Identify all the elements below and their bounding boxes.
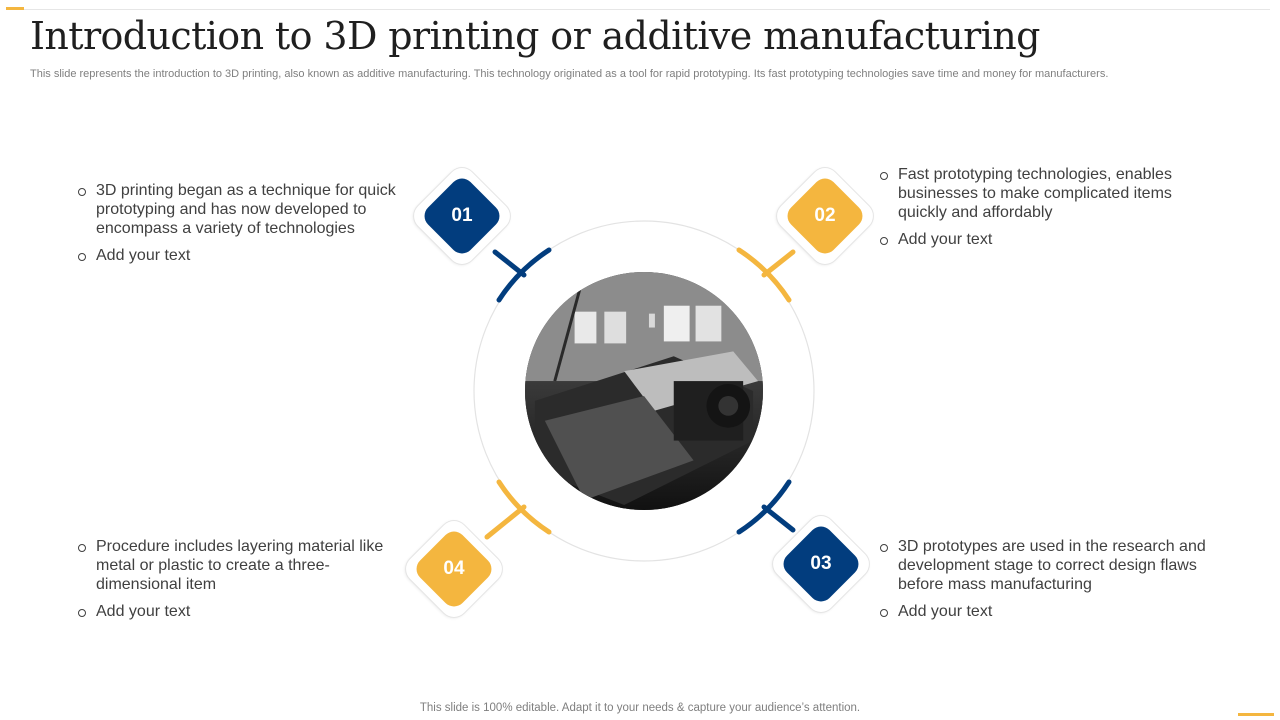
step-badge-04: 04: [398, 513, 510, 625]
step-text-04: Procedure includes layering material lik…: [76, 537, 391, 629]
step-number-03: 03: [810, 553, 832, 574]
bullet-circle-icon: [880, 172, 888, 180]
connector-line-01: [492, 249, 527, 278]
bullet-item: 3D printing began as a technique for qui…: [76, 181, 396, 238]
bullet-circle-icon: [78, 253, 86, 261]
step-text-03: 3D prototypes are used in the research a…: [878, 537, 1208, 629]
step-text-02: Fast prototyping technologies, enables b…: [878, 165, 1208, 257]
bullet-item: Add your text: [76, 246, 396, 265]
connector-line-03: [761, 504, 796, 533]
bullet-circle-icon: [880, 544, 888, 552]
bullet-item: Add your text: [76, 602, 391, 621]
bullet-circle-icon: [880, 609, 888, 617]
bullet-item: Add your text: [878, 602, 1208, 621]
bullet-circle-icon: [78, 609, 86, 617]
bullet-circle-icon: [78, 544, 86, 552]
bullet-item: 3D prototypes are used in the research a…: [878, 537, 1208, 594]
step-number-04: 04: [443, 558, 465, 579]
bullet-item: Fast prototyping technologies, enables b…: [878, 165, 1208, 222]
bullet-item: Procedure includes layering material lik…: [76, 537, 391, 594]
bullet-circle-icon: [78, 188, 86, 196]
slide-footer: This slide is 100% editable. Adapt it to…: [419, 702, 861, 714]
top-divider: [24, 9, 1270, 10]
slide-title: Introduction to 3D printing or additive …: [30, 14, 1040, 58]
top-accent-bar: [6, 7, 24, 10]
step-badge-03: 03: [765, 508, 877, 620]
step-number-01: 01: [451, 205, 473, 226]
outer-ring: [473, 220, 815, 562]
bullet-item: Add your text: [878, 230, 1208, 249]
slide-subtitle: This slide represents the introduction t…: [30, 68, 1109, 80]
step-badge-02: 02: [769, 160, 881, 272]
industrial-machine-photo: [525, 272, 763, 510]
step-text-01: 3D printing began as a technique for qui…: [76, 181, 396, 273]
step-badge-01: 01: [406, 160, 518, 272]
step-number-02: 02: [814, 205, 836, 226]
bullet-circle-icon: [880, 237, 888, 245]
connector-line-04: [484, 504, 527, 540]
connector-line-02: [761, 249, 796, 278]
bottom-accent-bar: [1238, 713, 1274, 716]
